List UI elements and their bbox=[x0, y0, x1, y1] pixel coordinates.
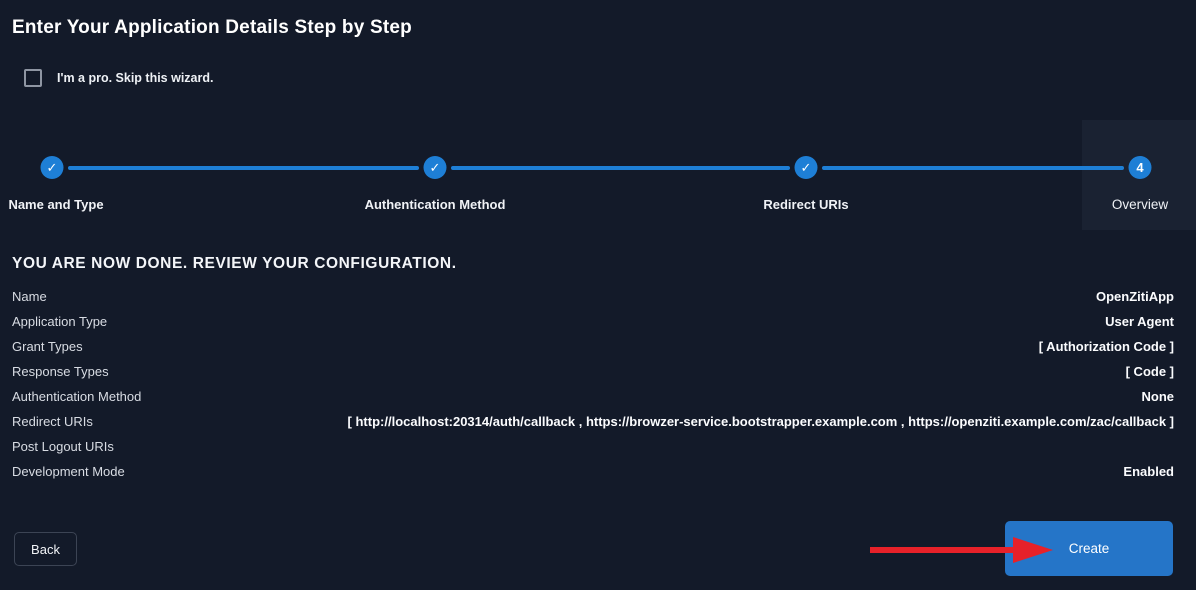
review-row-authentication-method: Authentication Method None bbox=[12, 389, 1174, 414]
skip-wizard-row: I'm a pro. Skip this wizard. bbox=[24, 69, 213, 87]
review-row-redirect-uris: Redirect URIs [ http://localhost:20314/a… bbox=[12, 414, 1174, 439]
step-1-circle[interactable]: ✓ bbox=[40, 156, 64, 179]
back-button[interactable]: Back bbox=[14, 532, 77, 566]
stepper-connector-line bbox=[68, 166, 419, 170]
review-label: Redirect URIs bbox=[12, 414, 93, 429]
review-value: [ Authorization Code ] bbox=[1038, 339, 1174, 354]
review-label: Authentication Method bbox=[12, 389, 142, 404]
step-number: 4 bbox=[1136, 160, 1144, 175]
review-row-development-mode: Development Mode Enabled bbox=[12, 464, 1174, 489]
review-row-post-logout-uris: Post Logout URIs bbox=[12, 439, 1174, 464]
review-label: Name bbox=[12, 289, 47, 304]
review-label: Grant Types bbox=[12, 339, 83, 354]
step-label-overview: Overview bbox=[1111, 197, 1169, 212]
check-icon: ✓ bbox=[800, 160, 812, 175]
review-table: Name OpenZitiApp Application Type User A… bbox=[12, 289, 1174, 489]
review-heading: YOU ARE NOW DONE. REVIEW YOUR CONFIGURAT… bbox=[12, 255, 457, 272]
review-value: [ http://localhost:20314/auth/callback ,… bbox=[347, 414, 1174, 429]
skip-wizard-checkbox[interactable] bbox=[24, 69, 42, 87]
review-label: Application Type bbox=[12, 314, 108, 329]
step-2-circle[interactable]: ✓ bbox=[423, 156, 447, 179]
review-value: User Agent bbox=[1105, 314, 1174, 329]
check-icon: ✓ bbox=[46, 160, 58, 175]
stepper-connector-line bbox=[822, 166, 1124, 170]
review-value: OpenZitiApp bbox=[1096, 289, 1174, 304]
review-value: Enabled bbox=[1123, 464, 1174, 479]
step-label-authentication-method: Authentication Method bbox=[364, 197, 506, 212]
review-row-response-types: Response Types [ Code ] bbox=[12, 364, 1174, 389]
wizard-stepper: ✓ ✓ ✓ 4 Name and Type Authentication Met… bbox=[0, 110, 1196, 235]
skip-wizard-label: I'm a pro. Skip this wizard. bbox=[57, 71, 214, 85]
step-3-circle[interactable]: ✓ bbox=[794, 156, 818, 179]
step-label-redirect-uris: Redirect URIs bbox=[763, 197, 849, 212]
review-row-application-type: Application Type User Agent bbox=[12, 314, 1174, 339]
step-4-circle[interactable]: 4 bbox=[1128, 156, 1152, 179]
review-value: None bbox=[1141, 389, 1175, 404]
step-label-name-and-type: Name and Type bbox=[8, 197, 104, 212]
page-title: Enter Your Application Details Step by S… bbox=[12, 17, 412, 38]
review-label: Response Types bbox=[12, 364, 109, 379]
check-icon: ✓ bbox=[429, 160, 441, 175]
stepper-connector-line bbox=[451, 166, 790, 170]
review-row-name: Name OpenZitiApp bbox=[12, 289, 1174, 314]
review-label: Post Logout URIs bbox=[12, 439, 114, 454]
review-row-grant-types: Grant Types [ Authorization Code ] bbox=[12, 339, 1174, 364]
create-button[interactable]: Create bbox=[1005, 521, 1173, 576]
review-value: [ Code ] bbox=[1125, 364, 1174, 379]
review-label: Development Mode bbox=[12, 464, 125, 479]
